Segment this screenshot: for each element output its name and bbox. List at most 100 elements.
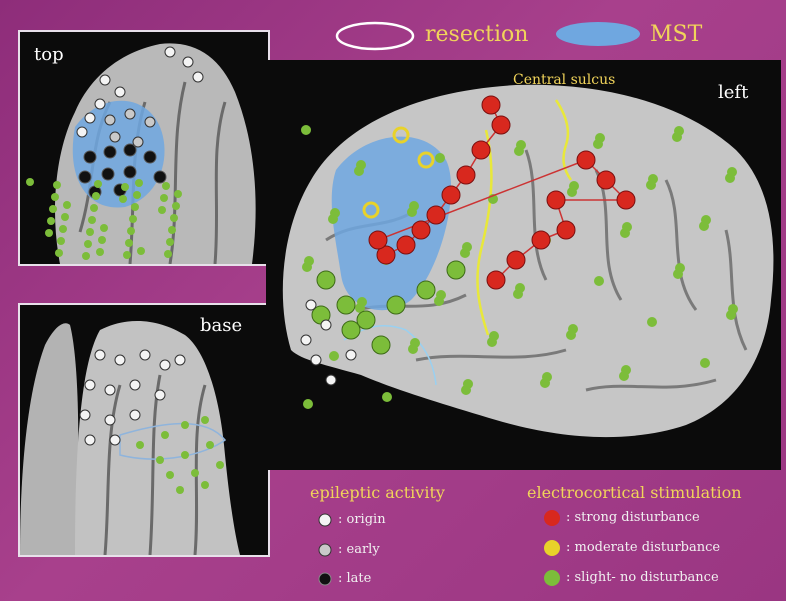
slight-electrode [119, 195, 127, 203]
slight-electrode [176, 486, 184, 494]
slight-electrode [166, 471, 174, 479]
slight-electrode [594, 276, 604, 286]
origin-label: : origin [338, 512, 386, 527]
slight-electrode [168, 226, 176, 234]
early-electrode [145, 117, 155, 127]
slight-electrode [45, 229, 53, 237]
origin-electrode [105, 415, 115, 425]
slight-electrode [164, 250, 172, 258]
slight-electrode [330, 208, 340, 218]
origin-swatch [319, 514, 331, 526]
slight-electrode [61, 213, 69, 221]
slight-electrode [303, 399, 313, 409]
slight-electrode [129, 215, 137, 223]
slight-electrode [84, 240, 92, 248]
slight-electrode [123, 251, 131, 259]
mst-swatch [556, 22, 640, 46]
origin-electrode [130, 380, 140, 390]
strong-electrode [547, 191, 565, 209]
origin-electrode [105, 385, 115, 395]
slight-electrode-large [342, 321, 360, 339]
slight-electrode [595, 133, 605, 143]
slight-electrode [82, 252, 90, 260]
electrocortical-stimulation-title: electrocortical stimulation [527, 483, 742, 502]
slight-electrode [674, 126, 684, 136]
slight-electrode [181, 421, 189, 429]
origin-electrode [311, 355, 321, 365]
origin-electrode [165, 47, 175, 57]
origin-electrode [85, 113, 95, 123]
slight-electrode [304, 256, 314, 266]
slight-electrode [133, 191, 141, 199]
slight-electrode [47, 217, 55, 225]
strong-electrode [507, 251, 525, 269]
slight-electrode [59, 225, 67, 233]
origin-electrode [77, 127, 87, 137]
left-view-brain [266, 60, 781, 470]
top-view-brain [20, 32, 268, 264]
epileptic-activity-title: epileptic activity [310, 483, 445, 502]
slight-electrode [410, 338, 420, 348]
late-label: : late [338, 571, 371, 586]
slight-electrode-large [447, 261, 465, 279]
slight-electrode [463, 379, 473, 389]
slight-electrode [98, 236, 106, 244]
origin-electrode [85, 435, 95, 445]
slight-electrode [301, 125, 311, 135]
slight-electrode [160, 194, 168, 202]
strong-electrode [427, 206, 445, 224]
central-sulcus-label: Central sulcus [513, 72, 615, 88]
origin-electrode [95, 99, 105, 109]
slight-electrode [191, 469, 199, 477]
origin-electrode [115, 355, 125, 365]
slight-electrode [135, 179, 143, 187]
slight-electrode [181, 451, 189, 459]
top-view-label: top [34, 44, 64, 65]
strong-disturbance-swatch [544, 510, 560, 526]
slight-electrode [382, 392, 392, 402]
slight-electrode [515, 283, 525, 293]
left-view-panel: left Central sulcus [266, 60, 781, 470]
slight-electrode [55, 249, 63, 257]
origin-electrode [346, 350, 356, 360]
slight-electrode [568, 324, 578, 334]
late-electrode [102, 168, 114, 180]
slight-electrode [100, 224, 108, 232]
slight-electrode [86, 228, 94, 236]
slight-electrode [516, 140, 526, 150]
origin-electrode [326, 375, 336, 385]
slight-electrode [88, 216, 96, 224]
early-electrode [110, 132, 120, 142]
strong-electrode [397, 236, 415, 254]
strong-disturbance-label: : strong disturbance [566, 510, 700, 525]
origin-electrode [155, 390, 165, 400]
strong-electrode [412, 221, 430, 239]
early-electrode [105, 115, 115, 125]
slight-electrode [51, 193, 59, 201]
top-view-panel: top [18, 30, 270, 266]
slight-electrode [156, 456, 164, 464]
strong-electrode [487, 271, 505, 289]
strong-electrode [442, 186, 460, 204]
origin-electrode [160, 360, 170, 370]
strong-electrode [617, 191, 635, 209]
slight-electrode [356, 160, 366, 170]
slight-electrode [53, 181, 61, 189]
origin-electrode [115, 87, 125, 97]
slight-electrode [96, 248, 104, 256]
slight-electrode [542, 372, 552, 382]
slight-electrode [329, 351, 339, 361]
strong-electrode [557, 221, 575, 239]
slight-electrode [489, 331, 499, 341]
late-electrode [124, 144, 136, 156]
strong-electrode [532, 231, 550, 249]
moderate-disturbance-swatch [544, 540, 560, 556]
slight-electrode [162, 182, 170, 190]
slight-electrode-large [372, 336, 390, 354]
early-swatch [319, 544, 331, 556]
late-swatch [319, 573, 331, 585]
slight-electrode [675, 263, 685, 273]
slight-electrode [137, 247, 145, 255]
slight-electrode [206, 441, 214, 449]
